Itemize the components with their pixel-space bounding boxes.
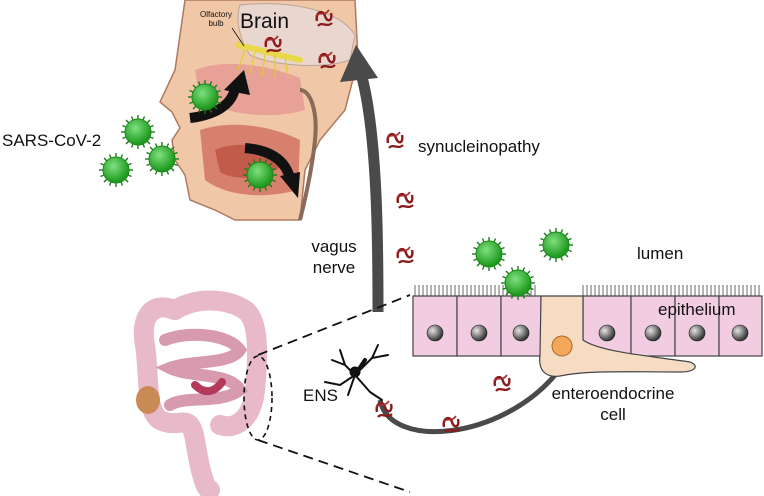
lumen-label: lumen bbox=[637, 244, 684, 263]
olfactory-leader-line bbox=[231, 27, 245, 47]
enteroendocrine-nucleus bbox=[551, 335, 573, 357]
ens-label: ENS bbox=[303, 386, 338, 405]
cell-nucleus bbox=[644, 324, 662, 342]
synuclein-icon bbox=[395, 190, 415, 210]
virus-icon bbox=[471, 236, 507, 272]
enteric-neuron bbox=[324, 344, 389, 401]
virus-icon bbox=[500, 265, 536, 301]
cell-nucleus bbox=[470, 324, 488, 342]
microvilli bbox=[414, 285, 760, 297]
sars-cov-2-label: SARS-CoV-2 bbox=[2, 131, 102, 150]
enteroendocrine-cell-label: enteroendocrine cell bbox=[538, 383, 688, 425]
vagus-nerve-label-line1: vagus bbox=[311, 237, 357, 256]
cell-nucleus bbox=[688, 324, 706, 342]
inhalation-arrowhead-nasal bbox=[224, 70, 250, 95]
synuclein-icon bbox=[492, 373, 512, 393]
ens-to-enteroendocrine-pathway bbox=[377, 373, 557, 435]
olfactory-bulb-label: Olfactory bulb bbox=[199, 10, 232, 28]
vagus-nerve-arrowhead bbox=[340, 45, 378, 82]
virus-icon bbox=[242, 157, 278, 193]
synucleinopathy-label: synucleinopathy bbox=[418, 137, 540, 156]
inhalation-arrow-nasal bbox=[189, 86, 240, 123]
vagus-nerve-arrow bbox=[354, 68, 384, 313]
synuclein-icon bbox=[385, 130, 405, 150]
vagus-nerve-label-line2: nerve bbox=[312, 258, 356, 277]
virus-icon bbox=[187, 79, 223, 115]
cell-nucleus bbox=[426, 324, 444, 342]
enteroendocrine-label-line1: enteroendocrine bbox=[551, 384, 675, 403]
enteroendocrine-label-line2: cell bbox=[600, 405, 626, 424]
epithelium-panel bbox=[412, 285, 763, 377]
zoom-line-top bbox=[257, 294, 411, 356]
epithelium-label: epithelium bbox=[658, 300, 736, 319]
cell-nucleus bbox=[512, 324, 530, 342]
synuclein-icon bbox=[395, 245, 415, 265]
virus-icon bbox=[120, 114, 156, 150]
vagus-nerve-label: vagus nerve bbox=[304, 236, 364, 278]
ingestion-arrow-oral bbox=[244, 143, 295, 180]
virus-icon bbox=[98, 152, 134, 188]
virus-icon bbox=[144, 141, 180, 177]
enteroendocrine-cell bbox=[539, 295, 696, 377]
cell-nucleus bbox=[731, 324, 749, 342]
ingestion-arrowhead-oral bbox=[280, 172, 300, 198]
cell-nucleus bbox=[598, 324, 616, 342]
intestine-illustration bbox=[133, 290, 268, 496]
brain-label: Brain bbox=[240, 10, 290, 33]
virus-icon bbox=[538, 227, 574, 263]
zoom-line-bottom bbox=[257, 439, 411, 493]
